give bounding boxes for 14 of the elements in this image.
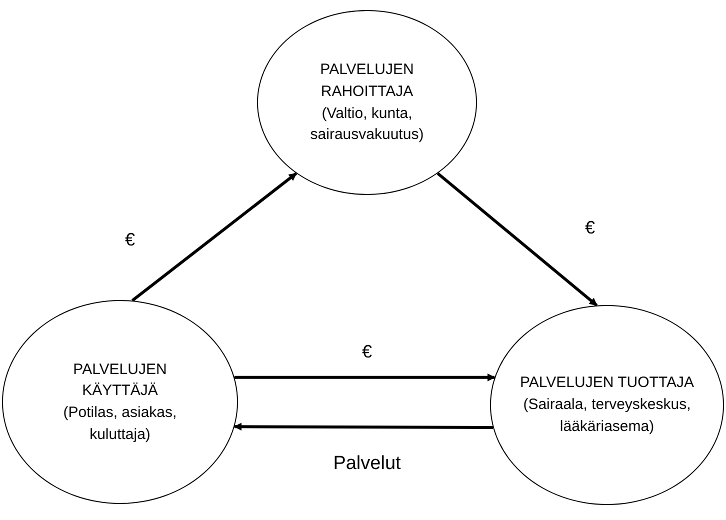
arrow	[234, 422, 493, 431]
arrow	[131, 172, 298, 302]
arrow	[234, 373, 496, 382]
node-title: PALVELUJEN KÄYTTÄJÄ	[72, 360, 168, 402]
edge-label: €	[362, 342, 372, 362]
node-title: PALVELUJEN RAHOITTAJA	[319, 60, 415, 102]
edge-label: €	[585, 218, 595, 238]
node-description: (Potilas, asiakas, kuluttaja)	[62, 403, 178, 445]
node-description: (Valtio, kunta, sairausvakuutus)	[309, 104, 425, 146]
arrow	[436, 172, 598, 307]
node-title: PALVELUJEN TUOTTAJA	[520, 373, 694, 394]
edge-label: €	[125, 230, 135, 250]
edge-label: Palvelut	[333, 453, 401, 475]
node-description: (Sairaala, terveyskeskus, lääkäriasema)	[522, 395, 692, 437]
